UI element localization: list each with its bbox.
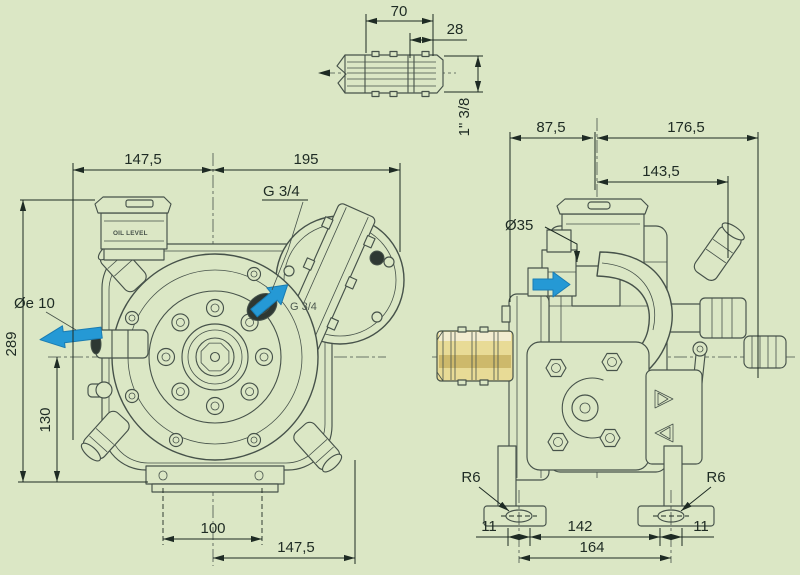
regulator-knob <box>743 335 787 369</box>
spline-shaft-drawing <box>336 50 444 98</box>
pump-side-view: 87,5 176,5 143,5 Ø35 R6 R6 11 142 11 164 <box>432 118 795 563</box>
dim-depth-rear: 176,5 <box>667 119 705 136</box>
port-size-label: G 3/4 <box>263 183 300 200</box>
dim-height-axis: 130 <box>37 407 54 432</box>
centerline-arrow <box>318 69 330 77</box>
dim-shaft-length-end: 28 <box>447 21 464 38</box>
valve-cap-lower-left <box>80 410 130 462</box>
shaft-detail-view: 70 28 1" 3/8 <box>318 3 483 136</box>
slot-radius-label-left: R6 <box>461 469 480 486</box>
dim-shaft-length-total: 70 <box>391 3 408 20</box>
flow-arrow-inlet-icon <box>250 284 289 318</box>
flow-direction-mark-out <box>654 389 674 409</box>
dim-height-total: 289 <box>3 331 20 356</box>
outlet-diameter-label: Øe 10 <box>14 295 55 312</box>
cover-bolt-ring <box>156 298 274 416</box>
dim-slot-total: 164 <box>579 539 604 556</box>
mounting-brackets <box>483 445 715 563</box>
pump-front-view: OIL LEVEL <box>3 151 405 566</box>
dim-slot-edge-right: 11 <box>693 518 709 535</box>
flow-direction-mark-in <box>654 423 674 443</box>
dim-front-width-right: 195 <box>293 151 318 168</box>
dim-depth-top: 143,5 <box>642 163 680 180</box>
dim-slot-span: 142 <box>567 518 592 535</box>
shaft-hub <box>181 323 249 391</box>
dim-base-holes: 100 <box>200 520 225 537</box>
label-spline-size: 1" 3/8 <box>456 98 473 137</box>
dim-front-width-left: 147,5 <box>124 151 162 168</box>
slot-radius-label-right: R6 <box>706 469 725 486</box>
valve-cap-lower-right <box>293 421 343 473</box>
damper-valve-bolt <box>369 250 385 266</box>
flow-arrow-inlet-side-icon <box>532 271 571 298</box>
port-size-label-inner: G 3/4 <box>290 301 317 313</box>
outer-bolts <box>124 266 262 448</box>
pto-shaft <box>436 326 514 386</box>
shaft-diameter-label: Ø35 <box>505 217 533 234</box>
flow-arrow-outlet-icon <box>39 325 103 349</box>
oil-tank: OIL LEVEL <box>94 196 172 261</box>
dim-depth-front: 87,5 <box>536 119 565 136</box>
dim-slot-edge-left: 11 <box>481 518 497 535</box>
pump-head <box>526 341 703 471</box>
dim-base-offset: 147,5 <box>277 539 315 556</box>
oil-level-label: OIL LEVEL <box>113 230 148 237</box>
head-bolts <box>545 352 623 452</box>
